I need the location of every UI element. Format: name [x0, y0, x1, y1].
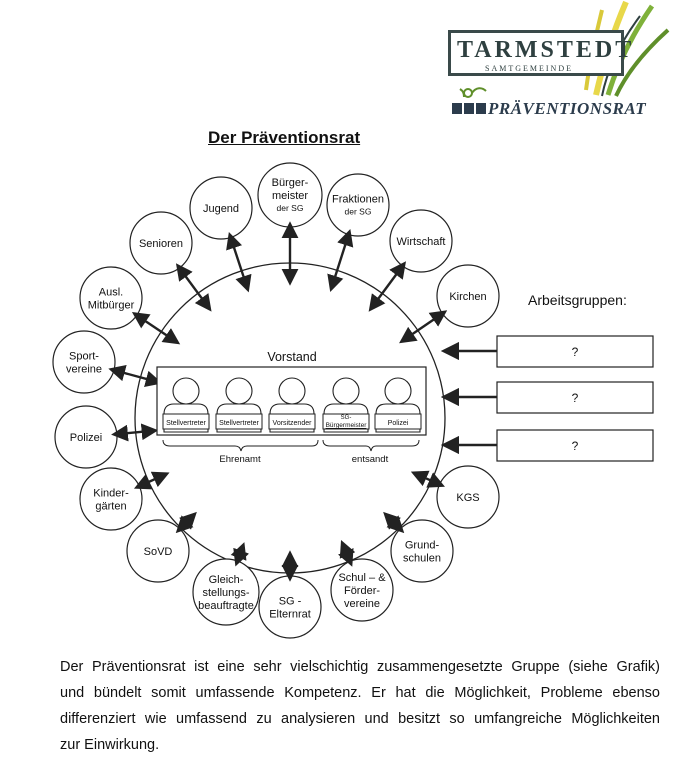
member-label-gleichstellung: beauftragte — [198, 600, 254, 612]
logo-brand: TARMSTEDT — [457, 37, 635, 63]
member-label-wirtschaft: Wirtschaft — [397, 236, 446, 248]
member-label-elternrat: SG - — [279, 596, 302, 608]
person-nameplate — [374, 413, 422, 430]
brace-entsandt — [322, 439, 420, 452]
member-circle-fraktionen — [326, 173, 390, 237]
connection-arrow-kirchen — [399, 310, 448, 344]
member-label-sportvereine: vereine — [66, 364, 102, 376]
member-sublabel-buergermeister: der SG — [277, 203, 304, 213]
member-label-schulvereine: Förder- — [344, 585, 380, 597]
connection-arrow-schulvereine — [338, 539, 356, 567]
member-sublabel-fraktionen: der SG — [345, 207, 372, 217]
member-label-buergermeister: Bürger- — [272, 177, 309, 189]
member-circle-sovd — [126, 519, 190, 583]
person-nameplate — [162, 413, 210, 430]
person-label: Stellvertreter — [166, 420, 206, 427]
connection-arrow-fraktionen — [327, 229, 354, 293]
member-circle-gleichstellung — [192, 558, 260, 626]
person-head-icon — [384, 377, 412, 405]
member-label-ausl-mitbuerger: Ausl. — [99, 287, 123, 299]
connection-arrow-kindergaerten — [133, 471, 170, 490]
connection-arrow-kgs — [410, 470, 445, 488]
person-nameplate — [268, 413, 316, 430]
member-label-sportvereine: Sport- — [69, 351, 99, 363]
logo: TARMSTEDT SAMTGEMEINDE — [448, 30, 631, 76]
sprout-icon — [459, 87, 487, 98]
member-label-grundschulen: Grund- — [405, 540, 440, 552]
member-label-grundschulen: schulen — [403, 553, 441, 565]
member-label-schulvereine: Schul – & — [338, 572, 386, 584]
connection-arrow-gleichstellung — [230, 542, 250, 567]
group-label-ehrenamt: Ehrenamt — [219, 454, 261, 465]
logo-square-icon — [464, 103, 474, 114]
member-circle-jugend — [189, 176, 253, 240]
person-nameplate — [215, 413, 263, 430]
working-group-box — [496, 381, 654, 414]
person-nameplate — [322, 413, 370, 430]
person-label: Stellvertreter — [219, 420, 259, 427]
paragraph-line: und bündelt somit umfassende Kompetenz. … — [60, 685, 660, 701]
connection-arrow-ausl-mitbuerger — [131, 312, 181, 345]
member-label-fraktionen: Fraktionen — [332, 194, 384, 206]
connection-arrow-wirtschaft — [368, 261, 407, 312]
member-label-sovd: SoVD — [144, 546, 173, 558]
working-group-label: ? — [572, 345, 579, 359]
connection-arrow-jugend — [226, 231, 252, 293]
description-paragraph: Der Präventionsrat ist eine sehr vielsch… — [60, 654, 660, 758]
brace-ehrenamt — [162, 439, 319, 452]
person-label: Vorsitzender — [273, 420, 313, 427]
person-head-icon — [332, 377, 360, 405]
person-label: Polizei — [388, 420, 409, 427]
group-label-entsandt: entsandt — [352, 454, 389, 465]
page-title: Der Präventionsrat — [208, 128, 361, 147]
member-label-schulvereine: vereine — [344, 598, 380, 610]
logo-council-name: PRÄVENTIONSRAT — [488, 99, 647, 118]
member-circle-kirchen — [436, 264, 500, 328]
person-label: SG- — [341, 415, 352, 421]
member-circle-grundschulen — [390, 519, 454, 583]
person-head-icon — [278, 377, 306, 405]
logo-subtitle: SAMTGEMEINDE — [485, 64, 573, 73]
person-head-icon — [172, 377, 200, 405]
member-label-ausl-mitbuerger: Mitbürger — [88, 300, 135, 312]
member-circle-sportvereine — [52, 330, 116, 394]
member-label-kirchen: Kirchen — [449, 291, 486, 303]
member-label-elternrat: Elternrat — [269, 609, 311, 621]
person-head-icon — [225, 377, 253, 405]
connection-arrow-grundschulen — [383, 511, 405, 534]
connection-arrow-senioren — [175, 263, 212, 312]
member-circle-senioren — [129, 211, 193, 275]
member-label-jugend: Jugend — [203, 203, 239, 215]
paragraph-line: differenziert wie umfassend zu analysier… — [60, 711, 660, 727]
member-label-senioren: Senioren — [139, 238, 183, 250]
connection-arrow-polizei — [111, 423, 159, 442]
working-group-box — [496, 335, 654, 368]
member-label-polizei: Polizei — [70, 432, 102, 444]
member-circle-wirtschaft — [389, 209, 453, 273]
member-circle-ausl-mitbuerger — [79, 266, 143, 330]
logo-square-icon — [452, 103, 462, 114]
connection-arrow-sovd — [175, 511, 197, 534]
connection-arrow-sportvereine — [108, 364, 163, 388]
logo-square-icon — [476, 103, 486, 114]
member-label-kindergaerten: Kinder- — [93, 488, 129, 500]
member-circle-kindergaerten — [79, 467, 143, 531]
member-label-kgs: KGS — [456, 492, 479, 504]
working-groups-label: Arbeitsgruppen: — [528, 292, 627, 308]
member-circle-kgs — [436, 465, 500, 529]
working-group-label: ? — [572, 439, 579, 453]
paragraph-line: zur Einwirkung. — [60, 737, 160, 753]
member-label-buergermeister: meister — [272, 190, 308, 202]
board-title: Vorstand — [267, 350, 316, 364]
member-circle-schulvereine — [330, 558, 394, 622]
member-label-kindergaerten: gärten — [95, 501, 126, 513]
member-label-gleichstellung: Gleich- — [209, 574, 244, 586]
paragraph-line: Der Präventionsrat ist eine sehr vielsch… — [60, 659, 660, 675]
member-label-gleichstellung: stellungs- — [202, 587, 249, 599]
person-label: Bürgermeister — [326, 422, 368, 429]
working-group-label: ? — [572, 391, 579, 405]
